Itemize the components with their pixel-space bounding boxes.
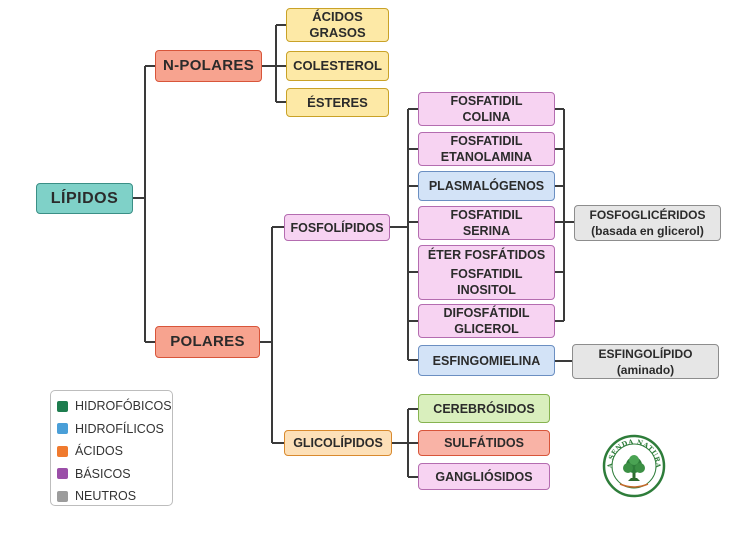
root-label: LÍPIDOS	[50, 189, 119, 207]
la-senda-natural-logo: LA SENDA NATURAL	[602, 434, 666, 498]
node-fosfatidil-etanolamina-label: FOSFATIDIL ETANOLAMINA	[440, 134, 533, 164]
node-sulfatidos-label: SULFÁTIDOS	[444, 436, 524, 450]
node-glicolipidos: GLICOLÍPIDOS	[284, 430, 392, 456]
legend-label: HIDROFÓBICOS	[75, 399, 172, 414]
node-acidos-grasos: ÁCIDOS GRASOS	[286, 8, 389, 42]
node-eter-fosfatidos-inositol: ÉTER FOSFÁTIDOS FOSFATIDIL INOSITOL	[418, 245, 555, 300]
node-cerebrosidos-label: CEREBRÓSIDOS	[433, 401, 535, 416]
legend-item-hidrofilicos: HIDROFÍLICOS	[57, 418, 166, 441]
legend-label: HIDROFÍLICOS	[75, 421, 164, 436]
node-gangliosidos-label: GANGLIÓSIDOS	[435, 469, 533, 484]
legend-item-hidrofobicos: HIDROFÓBICOS	[57, 395, 172, 418]
legend-swatch	[57, 400, 68, 412]
node-colesterol-label: COLESTEROL	[293, 58, 382, 73]
legend-label: BÁSICOS	[75, 466, 131, 481]
node-cerebrosidos: CEREBRÓSIDOS	[418, 394, 550, 423]
node-fosfatidil-colina-label: FOSFATIDIL COLINA	[450, 94, 523, 124]
root-node-lipidos: LÍPIDOS	[36, 183, 133, 214]
legend-label: NEUTROS	[75, 489, 137, 504]
legend-label: ÁCIDOS	[75, 444, 123, 459]
node-esfingomielina: ESFINGOMIELINA	[418, 345, 555, 376]
node-n-polares-label: N-POLARES	[162, 57, 255, 74]
node-fosfogliceridos-label: FOSFOGLICÉRIDOS (basada en glicerol)	[589, 208, 706, 238]
node-n-polares: N-POLARES	[155, 50, 262, 82]
node-difosfatidil-glicerol-label: DIFOSFÁTIDIL GLICEROL	[443, 306, 530, 336]
legend-swatch	[57, 468, 68, 480]
node-fosfatidil-serina-label: FOSFATIDIL SERINA	[450, 208, 523, 238]
node-fosfolipidos-label: FOSFOLÍPIDOS	[290, 220, 384, 235]
node-esfingolipido: ESFINGOLÍPIDO (aminado)	[572, 344, 719, 379]
node-fosfogliceridos: FOSFOGLICÉRIDOS (basada en glicerol)	[574, 205, 721, 241]
node-polares-label: POLARES	[170, 333, 245, 350]
legend-item-acidos: ÁCIDOS	[57, 440, 166, 463]
node-fosfolipidos: FOSFOLÍPIDOS	[284, 214, 390, 241]
node-acidos-grasos-label: ÁCIDOS GRASOS	[309, 9, 366, 40]
node-fosfatidil-etanolamina: FOSFATIDIL ETANOLAMINA	[418, 132, 555, 166]
legend-swatch	[57, 445, 68, 457]
legend-item-basicos: BÁSICOS	[57, 463, 166, 486]
node-fosfatidil-inositol-label: FOSFATIDIL INOSITOL	[450, 267, 523, 297]
node-fosfatidil-serina: FOSFATIDIL SERINA	[418, 206, 555, 240]
node-gangliosidos: GANGLIÓSIDOS	[418, 463, 550, 490]
node-esfingolipido-label: ESFINGOLÍPIDO (aminado)	[598, 346, 693, 377]
node-plasmalogenos: PLASMALÓGENOS	[418, 171, 555, 201]
legend-item-neutros: NEUTROS	[57, 485, 166, 508]
node-esfingomielina-label: ESFINGOMIELINA	[432, 353, 541, 368]
node-colesterol: COLESTEROL	[286, 51, 389, 81]
node-sulfatidos: SULFÁTIDOS	[418, 430, 550, 456]
legend-swatch	[57, 423, 68, 435]
node-eter-fosfatidos-label: ÉTER FOSFÁTIDOS	[427, 248, 546, 262]
node-glicolipidos-label: GLICOLÍPIDOS	[293, 436, 383, 450]
legend: HIDROFÓBICOS HIDROFÍLICOS ÁCIDOS BÁSICOS…	[50, 390, 173, 506]
node-difosfatidil-glicerol: DIFOSFÁTIDIL GLICEROL	[418, 304, 555, 338]
node-polares: POLARES	[155, 326, 260, 358]
node-esteres-label: ÉSTERES	[307, 94, 368, 110]
legend-swatch	[57, 490, 68, 502]
node-plasmalogenos-label: PLASMALÓGENOS	[428, 179, 545, 193]
node-fosfatidil-colina: FOSFATIDIL COLINA	[418, 92, 555, 126]
node-esteres: ÉSTERES	[286, 88, 389, 117]
